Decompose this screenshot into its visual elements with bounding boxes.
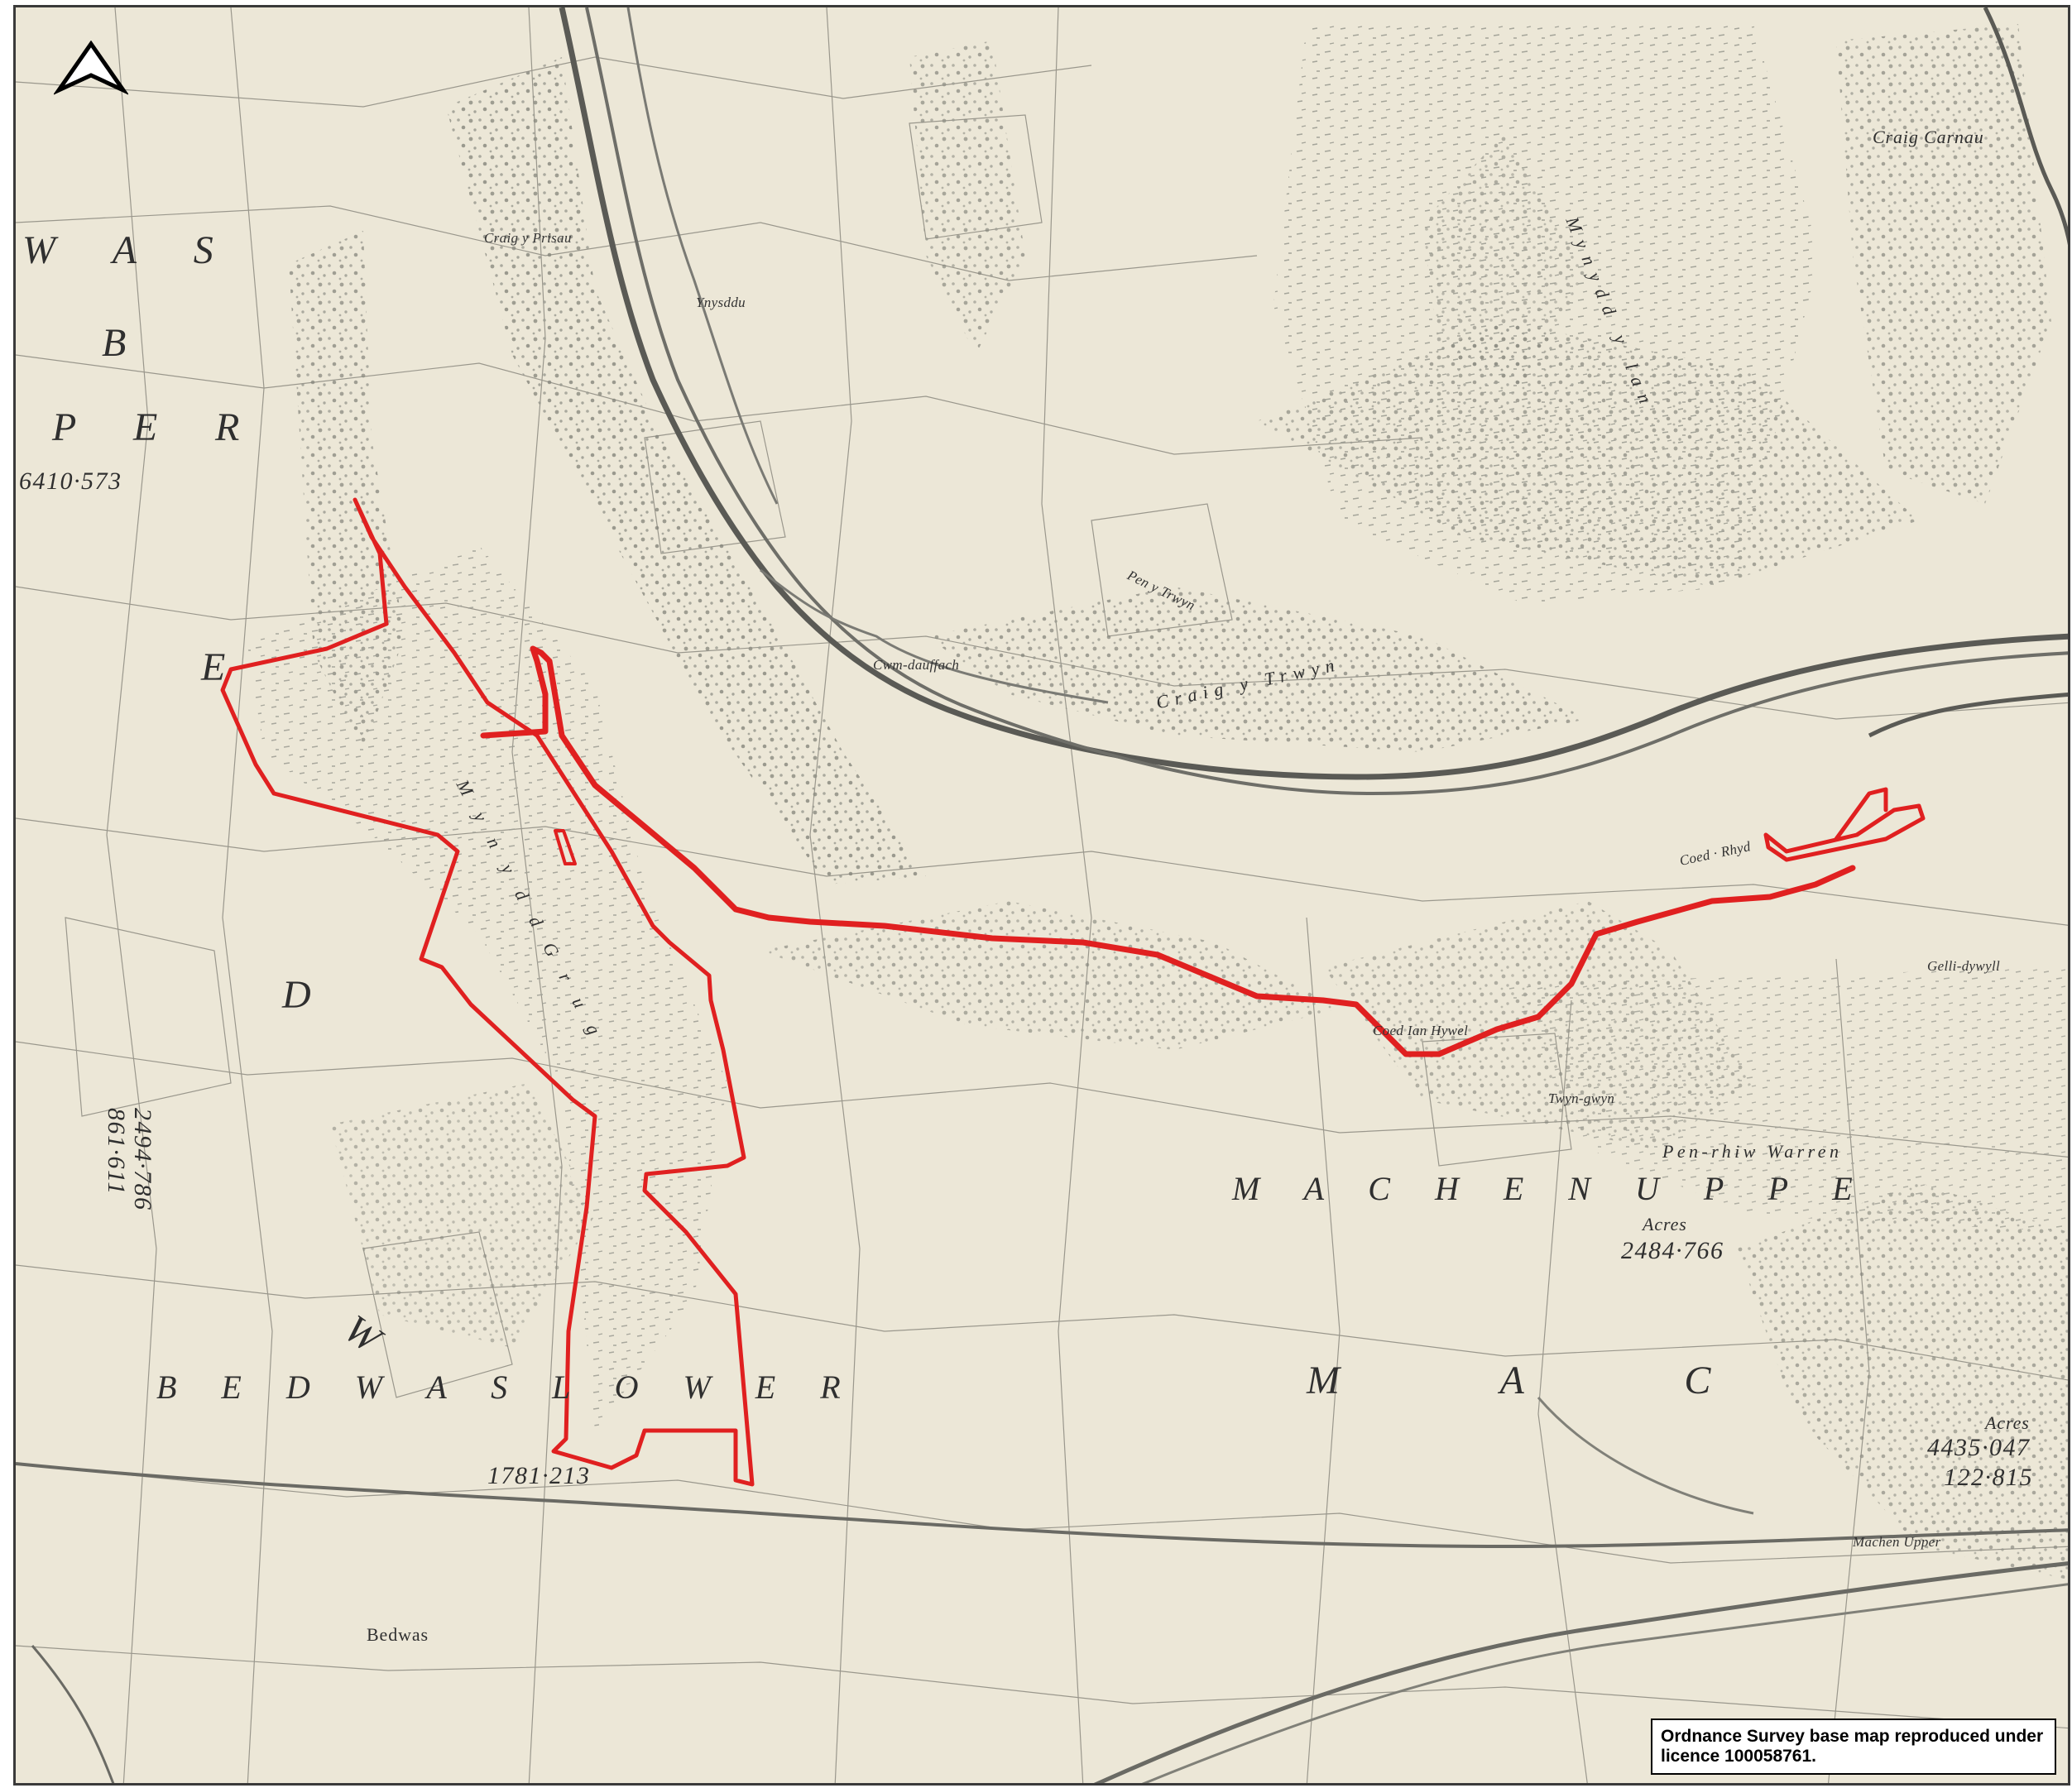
label-craig-y-prisau: Craig y Prisau (484, 230, 572, 246)
site-boundary-small-cell (554, 829, 577, 865)
label-acres-right: Acres (1985, 1412, 2030, 1433)
label-bedwas-lower: B E D W A S L O W E R (156, 1369, 859, 1406)
label-machen-upper-town: Machen Upper (1853, 1534, 1941, 1550)
label-parish-e: E (201, 645, 250, 689)
label-cwm-dauffach: Cwm-dauffach (873, 657, 960, 673)
label-ynysddu: Ynysddu (696, 295, 746, 310)
label-acres-machen-value: 2484·766 (1621, 1237, 1724, 1264)
copyright-notice: Ordnance Survey base map reproduced unde… (1651, 1718, 2056, 1775)
label-twyn-gwyn: Twyn-gwyn (1548, 1091, 1615, 1106)
label-gelli-dywyll: Gelli-dywyll (1927, 958, 2001, 974)
label-acres-machen: Acres (1643, 1214, 1687, 1234)
label-parish-b: B (102, 321, 151, 365)
label-acres-left: 6410·573 (19, 467, 122, 495)
label-acres-vertical: 2494·786 (129, 1108, 156, 1211)
label-acres-right-value-2: 122·815 (1944, 1464, 2033, 1491)
label-bedwas-town: Bedwas (367, 1624, 429, 1645)
historic-map-drawing (16, 7, 2068, 1783)
site-boundary-west-parcel (220, 497, 755, 1487)
label-acres-bottom: 1781·213 (487, 1462, 591, 1489)
label-parish-per: P E R (52, 405, 264, 449)
label-machen-upper: M A C H E N U P P E (1232, 1170, 1871, 1207)
label-parish-mac: M A C (1307, 1359, 1787, 1402)
site-boundary-route (480, 645, 1856, 1057)
label-pen-rhiw-warren: Pen-rhiw Warren (1662, 1141, 1843, 1162)
label-parish-d: D (282, 973, 335, 1017)
rivers-and-railways (16, 7, 2068, 1783)
label-acres-vertical-2: 861·611 (103, 1108, 130, 1196)
north-arrow-icon (52, 40, 130, 103)
label-craig-carnau: Craig Carnau (1873, 127, 1984, 147)
map-frame: W A S B P E R 6410·573 E D W 2494·786 86… (13, 5, 2070, 1786)
site-boundary-east-loop (1763, 787, 1926, 862)
label-acres-right-value-1: 4435·047 (1927, 1434, 2031, 1461)
site-boundary (220, 497, 1926, 1487)
woodland-areas (247, 24, 2068, 1579)
label-coed-ian-hywel: Coed Ian Hywel (1373, 1023, 1469, 1038)
label-parish-was: W A S (22, 228, 237, 272)
